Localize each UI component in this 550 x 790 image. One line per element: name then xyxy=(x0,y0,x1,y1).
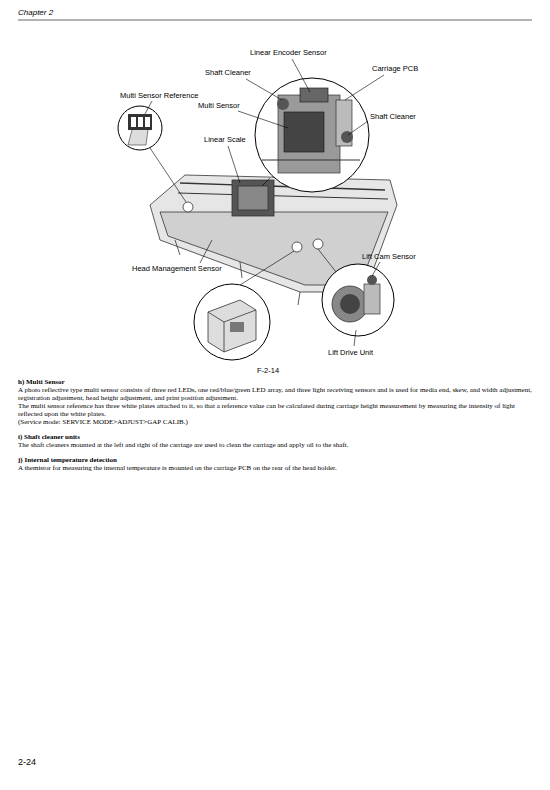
part-name: Carriage PCB xyxy=(372,64,418,73)
head-management-sensor-detail xyxy=(194,284,270,360)
figure-caption: F-2-14 xyxy=(257,366,279,375)
carriage-detail xyxy=(255,78,369,192)
body-paragraph: A photo reflective type multi sensor con… xyxy=(18,386,534,402)
section-heading: h) Multi Sensor xyxy=(18,378,534,386)
part-name: Lift Cam Sensor xyxy=(362,252,416,261)
part-name: Lift Drive Unit xyxy=(328,348,373,357)
part-name: Head Management Sensor xyxy=(132,264,222,273)
body-paragraph: A themistor for measuring the internal t… xyxy=(18,464,534,472)
part-name: Multi Sensor xyxy=(198,101,240,110)
section-heading: i) Shaft cleaner units xyxy=(18,433,534,441)
multi-sensor-reference-detail xyxy=(118,106,162,150)
leader-lines xyxy=(145,59,384,346)
part-name: Shaft Cleaner xyxy=(370,112,416,121)
part-name: Multi Sensor Reference xyxy=(120,91,198,100)
section-heading: j) Internal temperature detection xyxy=(18,456,534,464)
page-number: 2-24 xyxy=(18,758,36,767)
body-paragraph: The multi sensor reference has three whi… xyxy=(18,402,534,418)
lift-drive-unit-detail xyxy=(322,264,394,336)
part-name: Shaft Cleaner xyxy=(205,68,251,77)
header-rule xyxy=(18,20,532,21)
body-text: h) Multi SensorA photo reflective type m… xyxy=(18,378,534,472)
body-paragraph: (Service mode: SERVICE MODE>ADJUST>GAP C… xyxy=(18,418,534,426)
chapter-header: Chapter 2 xyxy=(18,8,53,17)
part-name: Linear Scale xyxy=(204,135,246,144)
body-paragraph: The shaft cleaners mounted at the left a… xyxy=(18,441,534,449)
part-name: Linear Encoder Sensor xyxy=(250,48,327,57)
